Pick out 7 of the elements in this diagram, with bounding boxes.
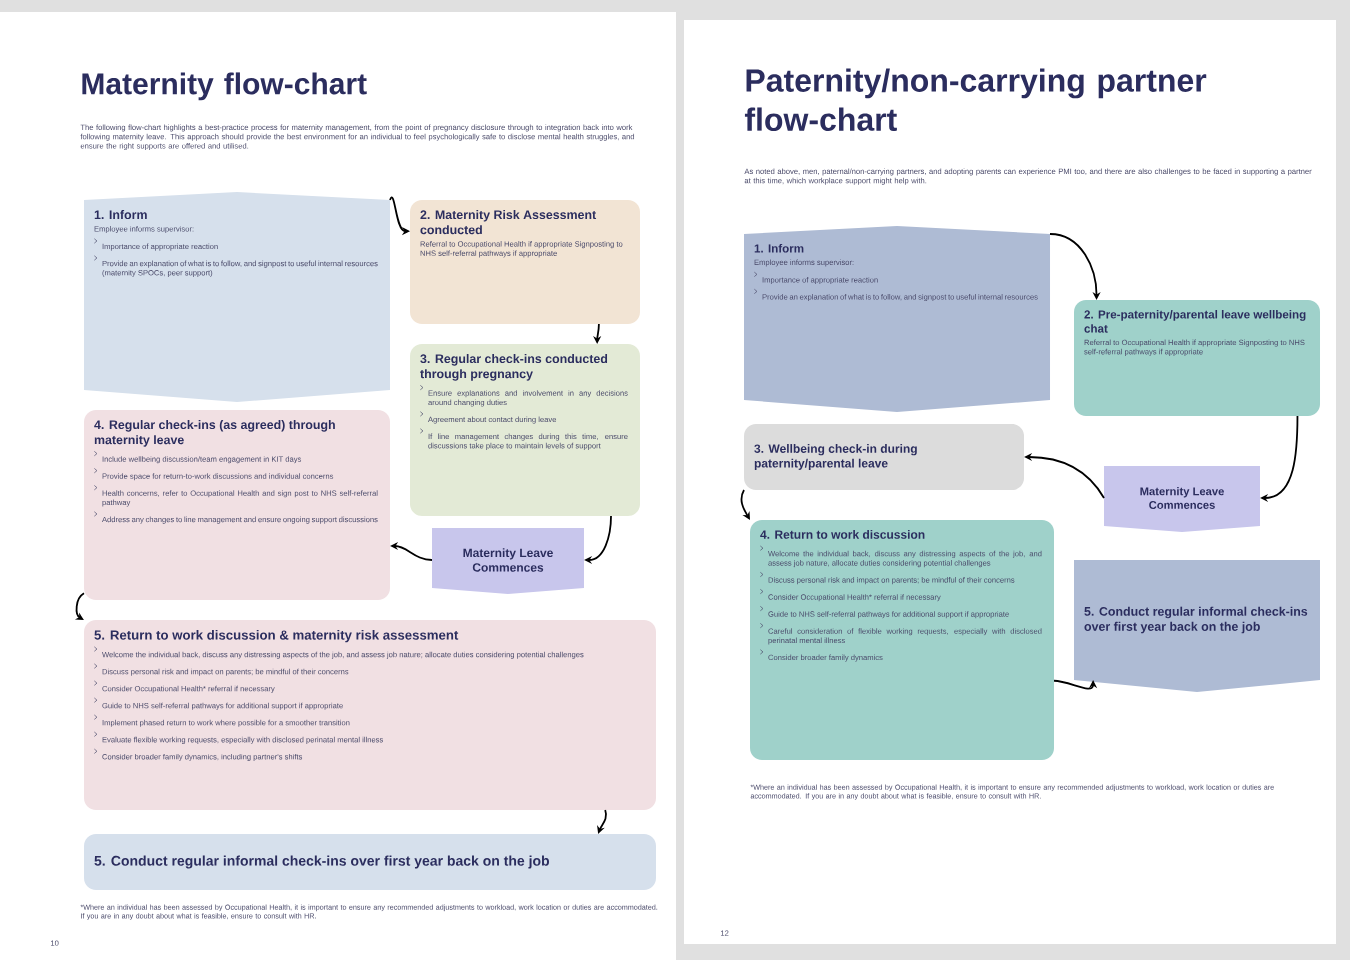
page-title: Maternity flow-chart <box>82 72 367 101</box>
arrow <box>1049 233 1101 300</box>
arrow <box>584 515 612 565</box>
arrow <box>597 809 607 834</box>
arrow <box>740 489 750 520</box>
page-title: Paternity/non-carrying partner flow-chart <box>744 68 1207 131</box>
arrow <box>1260 415 1299 503</box>
